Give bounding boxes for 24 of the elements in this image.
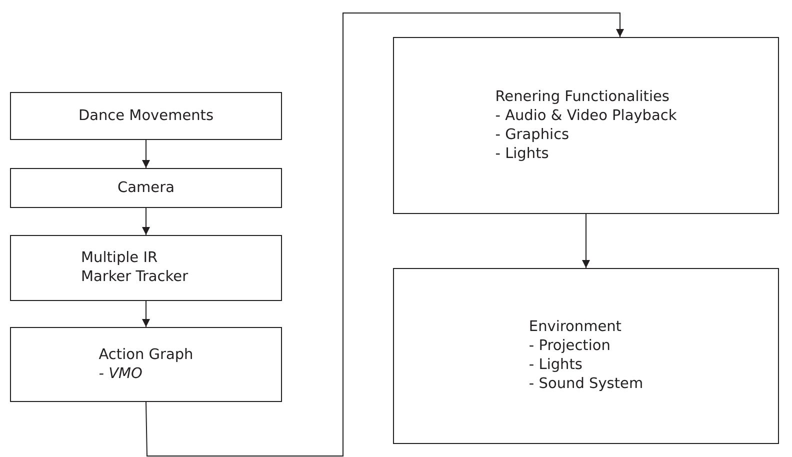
box-label: Dance Movements xyxy=(78,106,214,126)
box-heading: Action Graph xyxy=(98,346,194,364)
process-box xyxy=(393,268,779,444)
process-box xyxy=(10,92,282,140)
process-box xyxy=(10,327,282,402)
arrow xyxy=(146,12,624,456)
arrow xyxy=(142,140,150,168)
list-item: - VMO xyxy=(98,364,142,384)
list-item: - Lights xyxy=(495,144,549,164)
box-heading: Environment xyxy=(528,318,622,337)
process-box xyxy=(393,37,779,214)
box-label: Multiple IR Marker Tracker xyxy=(81,249,190,287)
list-item: - Lights xyxy=(528,356,582,375)
list-item: - Projection xyxy=(528,337,610,356)
arrow xyxy=(142,208,150,236)
list-item: - Sound System xyxy=(528,375,644,394)
arrow xyxy=(142,300,150,328)
process-box xyxy=(10,168,282,208)
list-item: - Graphics xyxy=(495,126,570,144)
box-label: Camera xyxy=(118,178,174,198)
process-box xyxy=(10,235,282,301)
box-heading: Renering Functionalities xyxy=(495,88,670,106)
arrow xyxy=(582,214,590,268)
list-item: - Audio & Video Playback xyxy=(495,106,677,126)
